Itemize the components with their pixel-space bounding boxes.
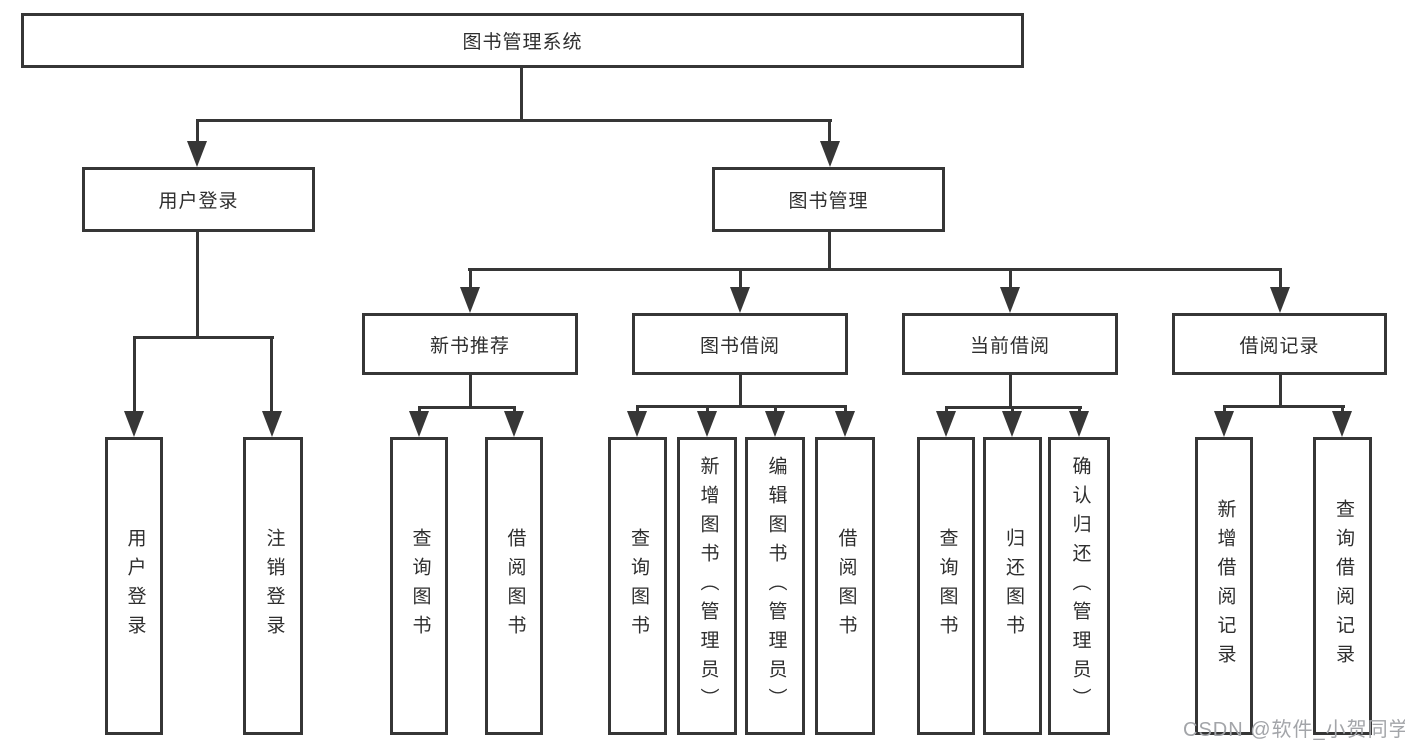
node-new-book-recommend: 新书推荐: [362, 313, 578, 375]
arrow-down-icon: [820, 141, 840, 167]
connector-current-stub: [1009, 373, 1012, 409]
leaf-borrow-query-books: 查询图书: [608, 437, 667, 735]
leaf-current-return-books: 归还图书: [983, 437, 1042, 735]
connector-root-hline: [196, 119, 832, 122]
leaf-borrow-query-books-label: 查询图书: [627, 528, 649, 644]
connector-leaf-stub: [774, 405, 777, 416]
arrow-down-icon: [627, 411, 647, 437]
leaf-current-query-books: 查询图书: [917, 437, 975, 735]
arrow-down-icon: [1000, 287, 1020, 313]
leaf-user-login-label: 用户登录: [124, 528, 146, 644]
connector-to-leaf-logout-stub: [270, 336, 273, 414]
leaf-user-login: 用户登录: [105, 437, 163, 735]
arrow-down-icon: [765, 411, 785, 437]
connector-leaf-stub: [1341, 405, 1344, 416]
leaf-records-query-record-label: 查询借阅记录: [1332, 499, 1354, 673]
arrow-down-icon: [504, 411, 524, 437]
leaf-newbook-query-books-label: 查询图书: [409, 528, 431, 644]
arrow-down-icon: [1002, 411, 1022, 437]
node-current-borrow-label: 当前借阅: [969, 335, 1050, 357]
leaf-current-return-books-label: 归还图书: [1002, 528, 1024, 644]
connector-to-new-book-stub: [469, 268, 472, 290]
connector-to-records-stub: [1279, 268, 1282, 290]
leaf-current-confirm-return-admin-label: 确认归还（管理员）: [1069, 455, 1091, 717]
leaf-borrow-edit-books-admin-label: 编辑图书（管理员）: [765, 455, 787, 717]
arrow-down-icon: [1214, 411, 1234, 437]
connector-records-hline: [1223, 405, 1345, 408]
arrow-down-icon: [697, 411, 717, 437]
connector-to-leaf-login-stub: [133, 336, 136, 414]
node-book-borrow-label: 图书借阅: [699, 335, 780, 357]
arrow-down-icon: [730, 287, 750, 313]
leaf-borrow-edit-books-admin: 编辑图书（管理员）: [745, 437, 805, 735]
arrow-down-icon: [409, 411, 429, 437]
connector-to-borrow-stub: [739, 268, 742, 290]
arrow-down-icon: [1332, 411, 1352, 437]
connector-leaf-stub: [844, 405, 847, 416]
connector-to-book-management-stub: [828, 119, 831, 145]
csdn-watermark: CSDN @软件_小贺同学: [1183, 719, 1405, 741]
leaf-current-confirm-return-admin: 确认归还（管理员）: [1048, 437, 1110, 735]
node-book-borrow: 图书借阅: [632, 313, 848, 375]
leaf-borrow-borrow-books: 借阅图书: [815, 437, 875, 735]
arrow-down-icon: [460, 287, 480, 313]
connector-leaf-stub: [706, 405, 709, 416]
connector-leaf-stub: [1223, 405, 1226, 416]
connector-to-current-stub: [1009, 268, 1012, 290]
node-root-label: 图书管理系统: [462, 32, 583, 53]
arrow-down-icon: [835, 411, 855, 437]
connector-to-user-login-stub: [196, 119, 199, 145]
leaf-records-add-record-label: 新增借阅记录: [1214, 499, 1236, 673]
leaf-newbook-query-books: 查询图书: [390, 437, 448, 735]
connector-user-login-stub: [196, 230, 199, 339]
connector-book-management-hline: [468, 268, 1282, 271]
connector-leaf-stub: [636, 405, 639, 416]
leaf-newbook-borrow-books-label: 借阅图书: [504, 528, 526, 644]
node-root: 图书管理系统: [21, 13, 1024, 68]
connector-borrow-stub: [739, 373, 742, 408]
leaf-logout-label: 注销登录: [263, 528, 285, 644]
connector-new-book-stub: [469, 373, 472, 409]
arrow-down-icon: [1270, 287, 1290, 313]
arrow-down-icon: [187, 141, 207, 167]
leaf-newbook-borrow-books: 借阅图书: [485, 437, 543, 735]
arrow-down-icon: [262, 411, 282, 437]
connector-records-stub: [1279, 373, 1282, 407]
node-borrow-records: 借阅记录: [1172, 313, 1387, 375]
leaf-borrow-borrow-books-label: 借阅图书: [835, 528, 857, 644]
leaf-logout: 注销登录: [243, 437, 303, 735]
node-new-book-recommend-label: 新书推荐: [429, 335, 510, 357]
connector-borrow-hline: [636, 405, 847, 408]
arrow-down-icon: [1069, 411, 1089, 437]
leaf-borrow-add-books-admin: 新增图书（管理员）: [677, 437, 737, 735]
node-user-login: 用户登录: [82, 167, 315, 232]
connector-root-stub: [520, 66, 523, 120]
leaf-borrow-add-books-admin-label: 新增图书（管理员）: [697, 455, 719, 717]
connector-book-management-stub: [828, 230, 831, 270]
node-user-login-label: 用户登录: [158, 191, 239, 212]
node-book-management: 图书管理: [712, 167, 945, 232]
node-book-management-label: 图书管理: [788, 191, 869, 212]
connector-new-book-hline: [418, 406, 516, 409]
leaf-current-query-books-label: 查询图书: [936, 528, 958, 644]
node-borrow-records-label: 借阅记录: [1239, 335, 1320, 357]
arrow-down-icon: [936, 411, 956, 437]
connector-user-login-hline: [133, 336, 274, 339]
leaf-records-add-record: 新增借阅记录: [1195, 437, 1253, 735]
arrow-down-icon: [124, 411, 144, 437]
node-current-borrow: 当前借阅: [902, 313, 1118, 375]
leaf-records-query-record: 查询借阅记录: [1313, 437, 1372, 735]
